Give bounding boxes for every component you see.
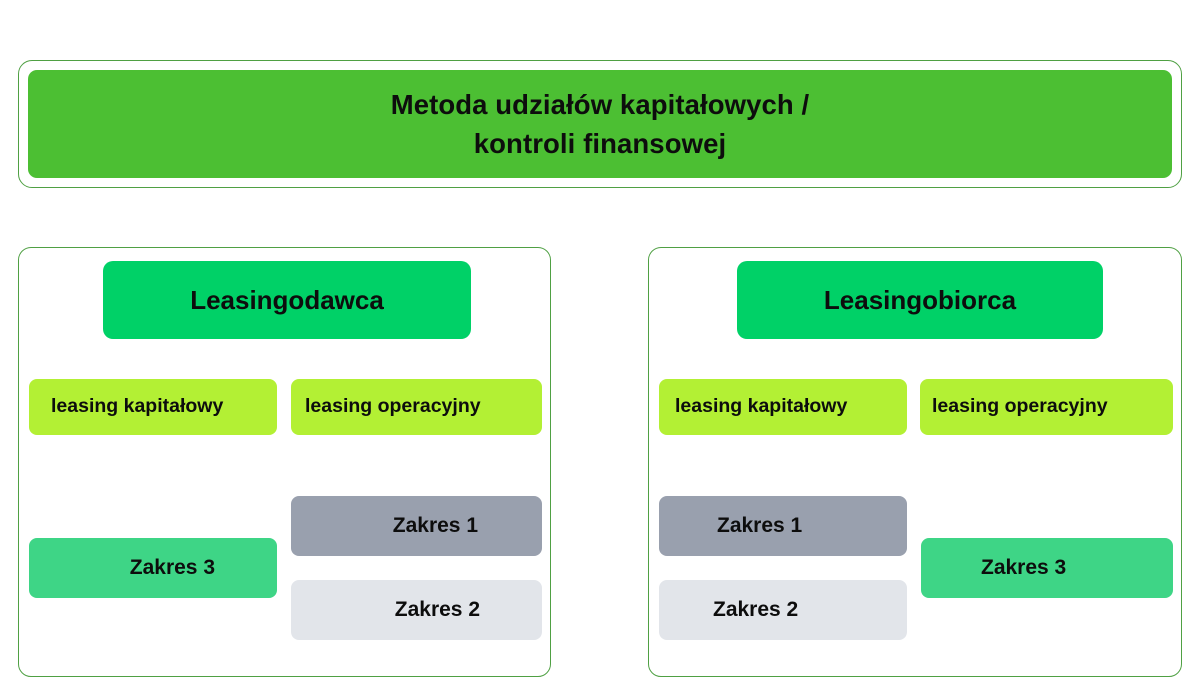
role-chip-lessor[interactable]: Leasingodawca (103, 261, 471, 339)
header-banner: Metoda udziałów kapitałowych / kontroli … (28, 70, 1172, 178)
scope-chip-zakres-3-lessee[interactable]: Zakres 3 (921, 538, 1173, 598)
lease-type-chip-capital-lessor[interactable]: leasing kapitałowy (29, 379, 277, 435)
scope-chip-zakres-3-lessor[interactable]: Zakres 3 (29, 538, 277, 598)
scope-chip-zakres-2-lessee[interactable]: Zakres 2 (659, 580, 907, 640)
page-title: Metoda udziałów kapitałowych / kontroli … (390, 88, 810, 159)
scope-chip-zakres-1-lessor[interactable]: Zakres 1 (291, 496, 542, 556)
lease-type-chip-operating-lessee[interactable]: leasing operacyjny (920, 379, 1173, 435)
scope-chip-zakres-2-lessor[interactable]: Zakres 2 (291, 580, 542, 640)
panel-lessor: Leasingodawca leasing kapitałowy leasing… (18, 247, 551, 677)
scope-chip-zakres-1-lessee[interactable]: Zakres 1 (659, 496, 907, 556)
lease-type-chip-operating-lessor[interactable]: leasing operacyjny (291, 379, 542, 435)
lease-type-chip-capital-lessee[interactable]: leasing kapitałowy (659, 379, 907, 435)
panel-lessee: Leasingobiorca leasing kapitałowy leasin… (648, 247, 1182, 677)
role-chip-lessee[interactable]: Leasingobiorca (737, 261, 1103, 339)
